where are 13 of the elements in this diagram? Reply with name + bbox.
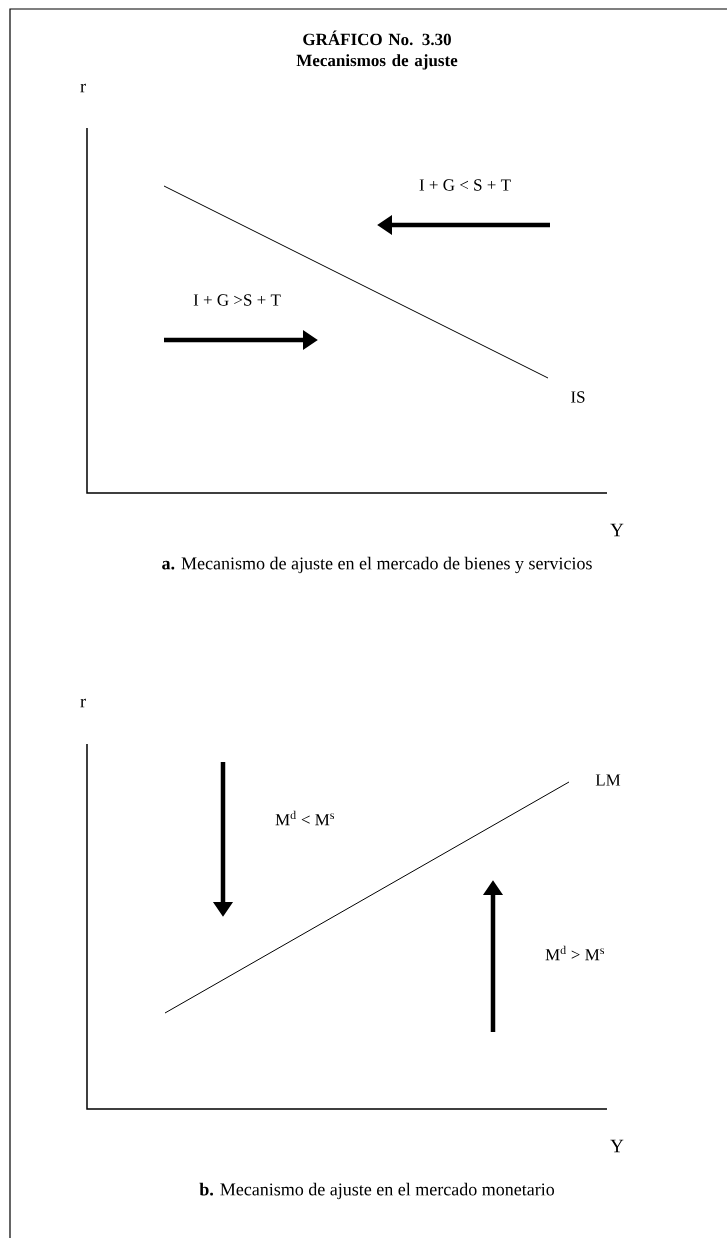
curve-label: LM [595, 774, 621, 786]
caption: a. Mecanismo de ajuste en el mercado de bienes y servicios [162, 556, 592, 574]
axis-label: Y [610, 523, 624, 537]
inequality-label: I + G < S + T [419, 179, 511, 191]
axis-label: r [80, 698, 86, 708]
curve-label: IS [571, 391, 585, 403]
inequality-label: M$^{d}$ < M$^{s}$ [275, 810, 334, 826]
title: GRÁFICO No. 3.30 Mecanismos de ajuste [296, 30, 458, 70]
axis-label: r [80, 83, 86, 93]
inequality-label: I + G >S + T [193, 294, 281, 306]
inequality-label: M$^{d}$ > M$^{s}$ [545, 945, 604, 961]
caption: b. Mecanismo de ajuste en el mercado monetario [199, 1182, 555, 1200]
axis-label: Y [610, 1139, 624, 1153]
